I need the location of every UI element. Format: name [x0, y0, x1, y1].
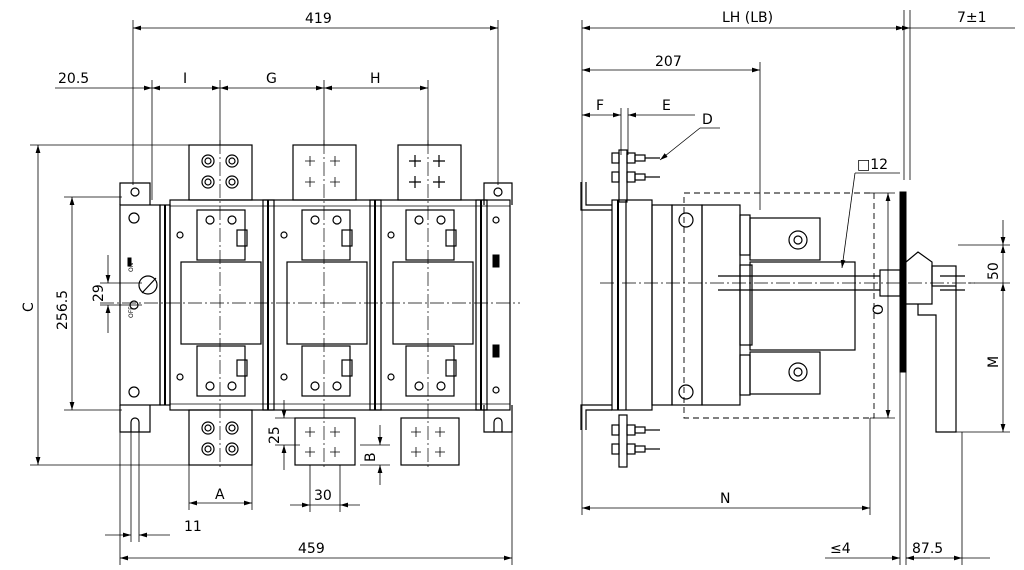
- switch-body: [169, 199, 511, 411]
- door-plate: [899, 191, 907, 373]
- terminal-bottom-1: [188, 409, 253, 466]
- mounting-ears: [119, 182, 513, 433]
- dim-d: D: [659, 112, 720, 161]
- terminal-bottom-3: [400, 417, 460, 466]
- pole-2: [286, 140, 368, 470]
- bracket-bottom: [580, 404, 612, 430]
- dim-b-label: B: [363, 452, 379, 462]
- pole-3: [392, 140, 474, 470]
- dim-o: O: [870, 192, 895, 419]
- dim-c-label: C: [21, 302, 37, 312]
- dim-419-label: 419: [305, 11, 332, 27]
- dim-12: □12: [840, 157, 900, 269]
- dim-row-pitch: 20.5 I G H: [55, 71, 429, 200]
- off-label: OFF: [128, 306, 135, 318]
- dim-12-label: □12: [857, 157, 888, 173]
- dim-h-label: H: [370, 71, 381, 87]
- dim-g-label: G: [266, 71, 277, 87]
- dim-n: N: [582, 418, 871, 515]
- side-bolts-bottom: [611, 414, 660, 468]
- dim-87-5-label: 87.5: [912, 541, 943, 557]
- dim-207-label: 207: [655, 54, 682, 70]
- dim-11: 11: [105, 432, 202, 542]
- dim-a-label: A: [215, 487, 225, 503]
- pole-1: [180, 140, 262, 470]
- dim-m: M: [956, 283, 1010, 433]
- dim-25: 25: [267, 400, 300, 470]
- dim-7-label: 7±1: [957, 10, 987, 26]
- dim-m-label: M: [986, 356, 1002, 368]
- front-view: 419 20.5 I G H C 2: [21, 11, 520, 565]
- dim-n-label: N: [720, 491, 730, 507]
- mechanism-outline: [683, 192, 875, 419]
- side-terminals: [749, 217, 856, 395]
- dim-lh-label: LH (LB): [722, 10, 773, 26]
- dim-29: 29: [91, 255, 142, 333]
- operating-shaft: [600, 269, 975, 297]
- dim-b: B: [360, 425, 390, 485]
- side-bolts-top: [611, 149, 660, 203]
- dim-le4: ≤4: [825, 372, 930, 565]
- terminal-bottom-2: [294, 417, 356, 466]
- dim-f-e: F E: [582, 98, 695, 155]
- dim-i-label: I: [183, 71, 187, 87]
- terminal-top-2: [292, 144, 357, 201]
- dim-le4-label: ≤4: [830, 541, 851, 557]
- operating-mechanism: ON OFF: [119, 204, 171, 406]
- dim-25-label: 25: [267, 426, 283, 444]
- side-body: [611, 199, 753, 411]
- bracket-top: [580, 182, 612, 211]
- dim-c: C: [21, 144, 190, 466]
- dim-459-label: 459: [298, 541, 325, 557]
- side-view: LH (LB) 7±1 207 F E D: [580, 10, 1015, 565]
- terminal-top-3: [397, 144, 462, 201]
- dim-20-5-label: 20.5: [58, 71, 89, 87]
- dim-o-label: O: [871, 304, 887, 315]
- on-label: ON: [128, 263, 135, 272]
- dim-e-label: E: [662, 98, 671, 114]
- dim-f-label: F: [596, 98, 604, 114]
- selector-knob: [138, 275, 158, 295]
- dim-11-label: 11: [184, 519, 202, 535]
- dim-459: 459: [119, 432, 513, 565]
- dim-256-5-label: 256.5: [55, 290, 71, 330]
- dim-50-label: 50: [986, 262, 1002, 280]
- dim-419: 419: [132, 11, 499, 185]
- dim-30: 30: [290, 465, 360, 512]
- dim-50: 50: [958, 220, 1010, 284]
- dim-d-label: D: [702, 112, 713, 128]
- dim-lh: LH (LB): [581, 10, 905, 515]
- dim-256-5: 256.5: [55, 196, 122, 411]
- dim-a: A: [188, 465, 253, 510]
- operating-handle: [905, 251, 965, 433]
- dim-87-5: 87.5: [906, 432, 990, 565]
- dim-207: 207: [582, 54, 761, 210]
- dim-7: 7±1: [902, 10, 1015, 180]
- terminal-top-1: [188, 144, 253, 201]
- phase-separators: [176, 199, 500, 411]
- dim-30-label: 30: [314, 488, 332, 504]
- dim-29-label: 29: [91, 284, 107, 302]
